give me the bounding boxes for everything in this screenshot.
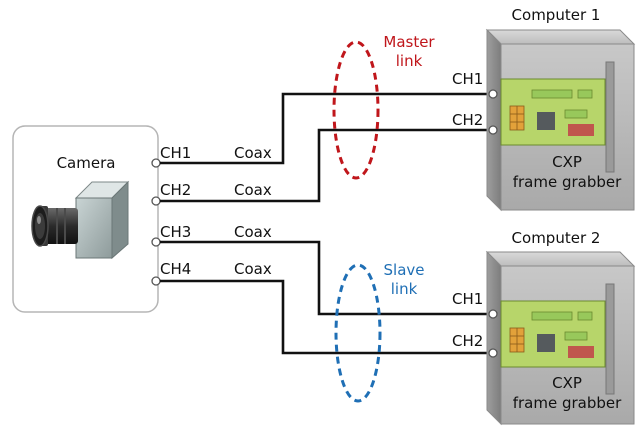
computer-1: Computer 1 CH1 CH2 CXP frame grabber — [452, 6, 636, 212]
camera-ch3-label: CH3 — [160, 223, 191, 241]
computer-1-port-ch1 — [488, 89, 498, 99]
camera-port-ch2 — [151, 196, 161, 206]
master-link-label-line1: Master — [383, 33, 435, 51]
coax-label-4: Coax — [234, 260, 272, 278]
computer-2-ch2-label: CH2 — [452, 332, 483, 350]
camera-port-ch3 — [151, 237, 161, 247]
computer-2-card-line2: frame grabber — [513, 394, 622, 412]
coax-label-2: Coax — [234, 181, 272, 199]
wire-ch3 — [160, 240, 490, 316]
coax-label-1: Coax — [234, 144, 272, 162]
computer-1-ch1-label: CH1 — [452, 70, 483, 88]
master-link-label-line2: link — [396, 52, 423, 70]
camera-box: Camera CH1 CH2 CH3 CH4 — [12, 125, 191, 313]
computer-1-card-line2: frame grabber — [513, 173, 622, 191]
wire-ch4 — [160, 279, 490, 355]
slave-link-label-line2: link — [391, 280, 418, 298]
slave-link-ellipse — [334, 263, 382, 403]
camera-ch4-label: CH4 — [160, 260, 191, 278]
master-link-ellipse — [332, 40, 380, 180]
computer-2-port-ch1 — [488, 309, 498, 319]
camera-label: Camera — [57, 154, 116, 172]
computer-1-port-ch2 — [488, 125, 498, 135]
computer-2-card-line1: CXP — [552, 374, 582, 392]
computer-1-card-line1: CXP — [552, 153, 582, 171]
computer-2: Computer 2 CH1 CH2 CXP frame grabber — [452, 229, 636, 426]
computer-2-port-ch2 — [488, 348, 498, 358]
computer-2-ch1-label: CH1 — [452, 290, 483, 308]
camera-ch1-label: CH1 — [160, 144, 191, 162]
frame-grabber-board-2 — [500, 300, 606, 368]
computer-1-ch2-label: CH2 — [452, 111, 483, 129]
computer-2-title: Computer 2 — [512, 229, 601, 247]
frame-grabber-board-1 — [500, 78, 606, 146]
computer-1-title: Computer 1 — [512, 6, 601, 24]
slave-link-label-line1: Slave — [384, 261, 425, 279]
coax-wires — [160, 92, 490, 355]
wire-ch2 — [160, 128, 490, 203]
coax-label-3: Coax — [234, 223, 272, 241]
wire-ch1 — [160, 92, 490, 165]
camera-port-ch1 — [151, 158, 161, 168]
camera-port-ch4 — [151, 276, 161, 286]
camera-icon — [31, 180, 130, 260]
camera-ch2-label: CH2 — [160, 181, 191, 199]
